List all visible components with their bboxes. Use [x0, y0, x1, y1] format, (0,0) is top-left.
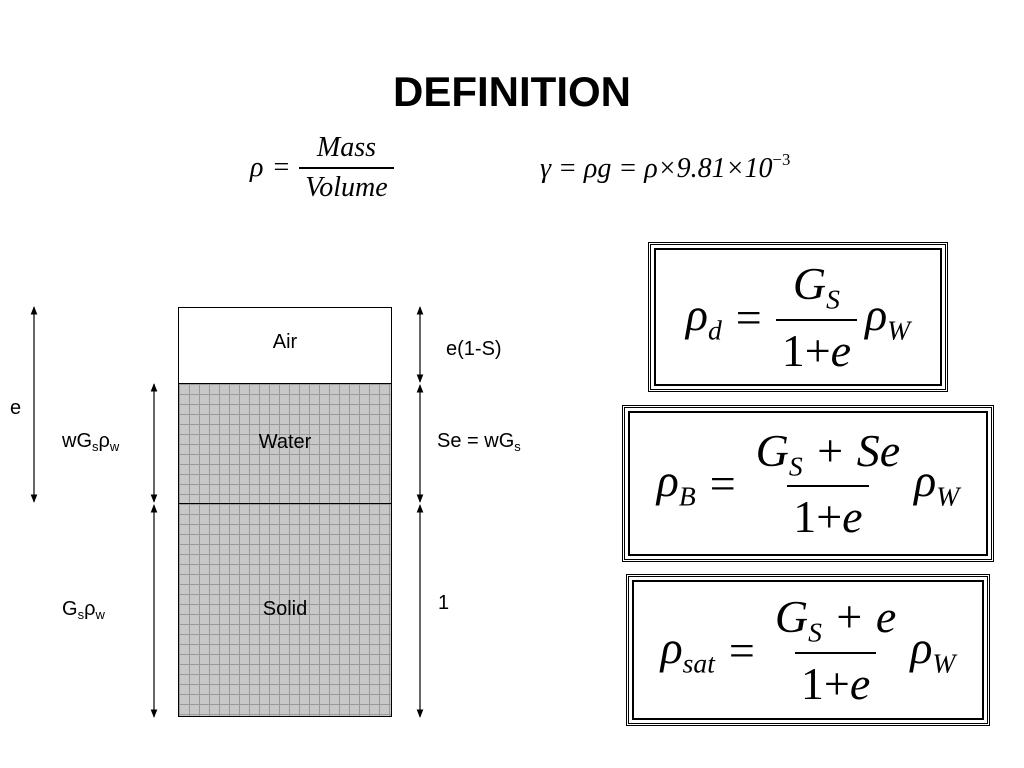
- water-density-term: ρW: [865, 288, 911, 346]
- unit-weight-exponent: −3: [772, 150, 791, 169]
- equals-sign: =: [728, 624, 755, 676]
- numerator-mass: Mass: [316, 132, 377, 163]
- solid-mass-part-a: G: [62, 598, 78, 620]
- water-density-term: ρW: [914, 455, 960, 512]
- solid-mass-sub-s: s: [77, 606, 85, 622]
- water-volume-label: Se = wGs: [437, 430, 521, 454]
- water-phase: Water: [178, 383, 392, 504]
- water-density-term: ρW: [910, 621, 956, 679]
- equals-sign: =: [735, 291, 762, 343]
- air-volume-label: e(1-S): [446, 338, 502, 360]
- solid-mass-sub-w: w: [95, 606, 105, 622]
- dry-density-fraction: GS 1+e: [775, 257, 858, 377]
- water-label: Water: [258, 431, 312, 453]
- bulk-density-formula-box: ρB = GS + Se 1+e ρW: [622, 405, 994, 562]
- solid-phase: Solid: [178, 503, 392, 717]
- saturated-density-lhs: ρsat: [660, 621, 715, 679]
- density-formula: ρ = Mass Volume: [250, 132, 394, 204]
- equals-sign: =: [273, 152, 290, 183]
- dry-density-lhs: ρd: [685, 288, 722, 346]
- unit-weight-formula: γ = ρg = ρ×9.81×10−3: [540, 150, 790, 185]
- unit-weight-expression: γ = ρg = ρ×9.81×10: [540, 152, 773, 184]
- saturated-density-formula-box: ρsat = GS + e 1+e ρW: [626, 574, 990, 726]
- water-mass-sub-w: w: [109, 438, 120, 454]
- density-symbol: ρ: [250, 152, 264, 183]
- void-ratio-label: e: [10, 397, 22, 419]
- air-label: Air: [272, 331, 298, 353]
- equals-sign: =: [709, 458, 736, 509]
- water-mass-rho: ρ: [98, 430, 110, 452]
- bulk-density-fraction: GS + Se 1+e: [755, 424, 901, 543]
- mass-volume-fraction: Mass Volume: [299, 132, 394, 204]
- saturated-density-fraction: GS + e 1+e: [774, 591, 897, 709]
- solid-volume-label: 1: [438, 592, 450, 614]
- air-phase: Air: [178, 307, 392, 384]
- dry-density-formula-box: ρd = GS 1+e ρW: [648, 242, 948, 392]
- water-mass-label: wGsρw: [62, 430, 119, 454]
- denominator-volume: Volume: [299, 167, 394, 204]
- solid-mass-label: Gsρw: [62, 598, 105, 622]
- page-title: DEFINITION: [393, 68, 631, 115]
- water-mass-sub-s: s: [92, 438, 99, 454]
- water-volume-sub-s: s: [514, 438, 521, 454]
- water-mass-part-a: wG: [62, 430, 92, 452]
- solid-mass-rho: ρ: [84, 598, 96, 620]
- solid-label: Solid: [262, 597, 308, 620]
- water-volume-text: Se = wG: [437, 430, 515, 452]
- bulk-density-lhs: ρB: [656, 455, 696, 512]
